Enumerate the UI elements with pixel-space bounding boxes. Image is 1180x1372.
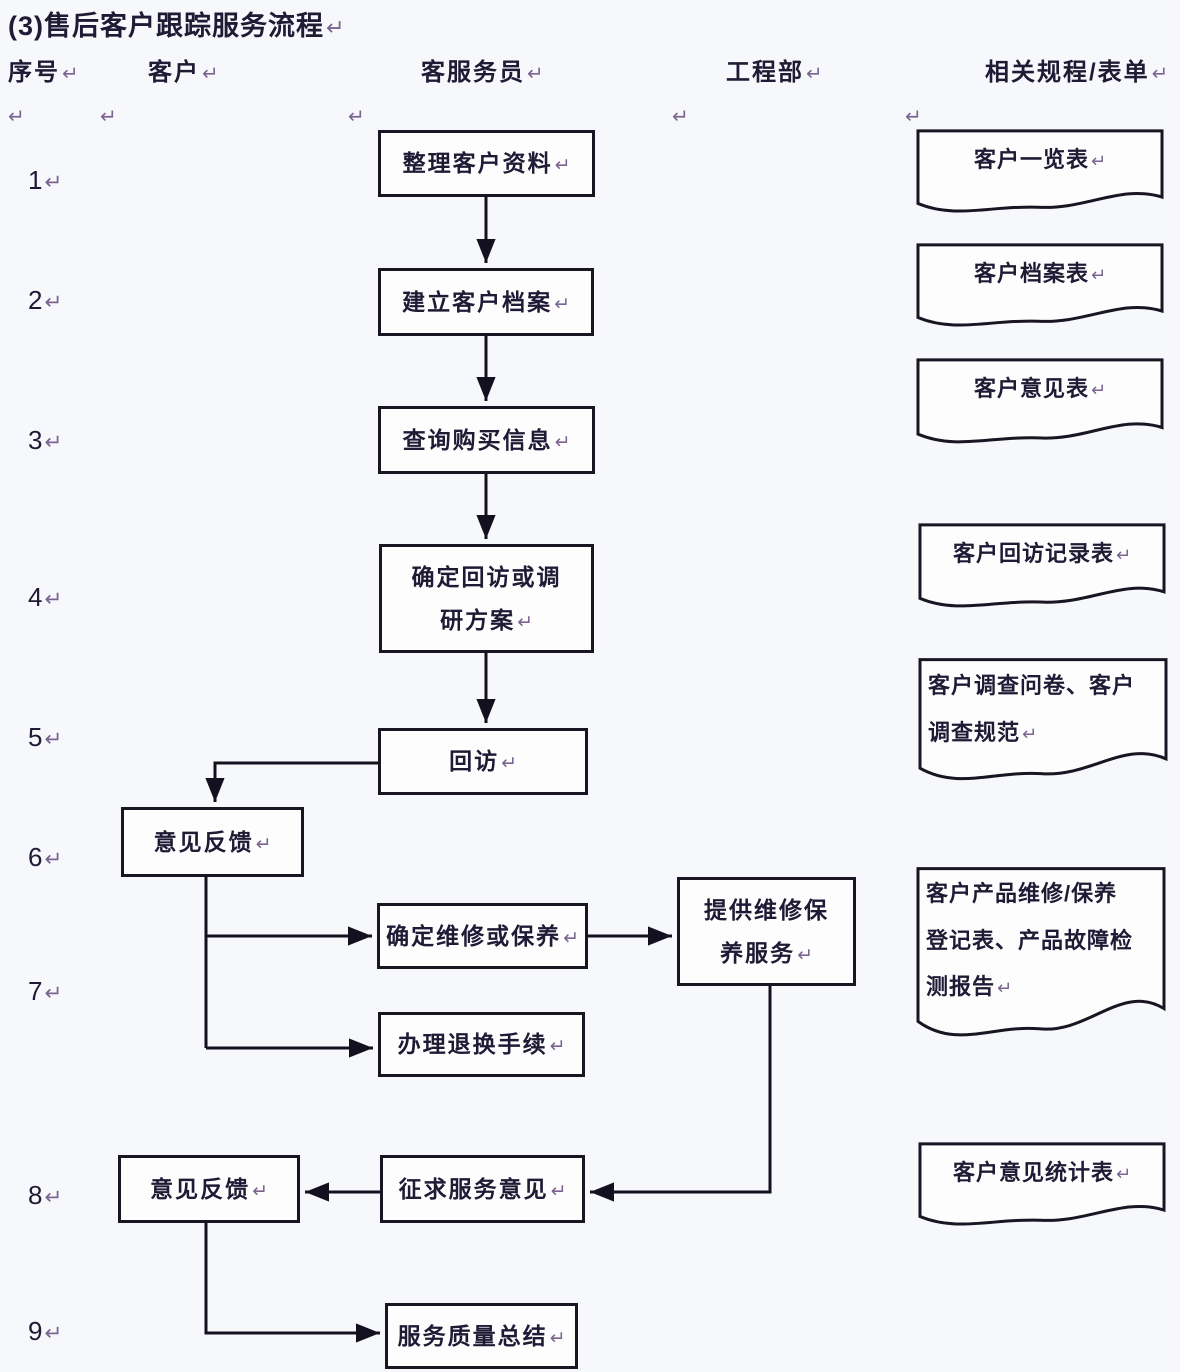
pilcrow-mark: ↵ (44, 1321, 63, 1345)
document-shape (916, 129, 1164, 221)
process-box-query-purchase-info: 查询购买信息↵ (378, 406, 595, 474)
column-header-xuhao: 序号↵ (8, 59, 79, 86)
pilcrow-mark: ↵ (549, 1035, 566, 1057)
pilcrow-mark: ↵ (554, 154, 571, 176)
pilcrow-mark: ↵ (563, 926, 579, 948)
pilcrow-mark: ↵ (44, 981, 63, 1005)
pilcrow-mark: ↵ (44, 847, 63, 871)
row-number-4: 4↵ (28, 582, 63, 612)
pilcrow-mark: ↵ (550, 1179, 567, 1201)
process-box-feedback-2: 意见反馈↵ (118, 1155, 300, 1223)
pilcrow-mark: ↵ (501, 752, 517, 774)
process-box-organize-customer-data: 整理客户资料↵ (378, 130, 595, 197)
pilcrow-mark: ↵ (1090, 151, 1107, 171)
pilcrow-mark: ↵ (554, 430, 571, 452)
pilcrow-mark: ↵ (517, 610, 533, 632)
document-shape (916, 243, 1164, 335)
pilcrow-mark: ↵ (100, 106, 117, 128)
process-box-decide-repair-or-maintain: 确定维修或保养↵ (377, 903, 588, 969)
row-number-6: 6↵ (28, 842, 63, 872)
document-shape (918, 1142, 1166, 1234)
pilcrow-mark: ↵ (797, 943, 813, 965)
document-shape (918, 657, 1168, 791)
row-number-1: 1↵ (28, 165, 63, 195)
column-header-kefuwuyuan: 客服务员↵ (421, 59, 544, 86)
pilcrow-mark: ↵ (997, 978, 1013, 999)
column-header-xiangguanguicheng: 相关规程/表单↵ (985, 59, 1169, 86)
document-customer-list-form: 客户一览表↵ (916, 129, 1164, 221)
row-number-3: 3↵ (28, 425, 63, 455)
pilcrow-mark: ↵ (62, 63, 79, 85)
process-box-service-quality-summary: 服务质量总结↵ (385, 1303, 578, 1369)
process-box-handle-return-exchange: 办理退换手续↵ (378, 1012, 585, 1077)
column-header-kehu: 客户↵ (148, 59, 219, 86)
pilcrow-mark: ↵ (202, 63, 219, 85)
pilcrow-mark: ↵ (1151, 63, 1169, 85)
document-shape (916, 865, 1166, 1049)
row-number-7: 7↵ (28, 976, 63, 1006)
pilcrow-mark: ↵ (326, 15, 345, 40)
page-title-text: (3)售后客户跟踪服务流程 (8, 11, 324, 41)
arrow-huifang-feedback (205, 761, 378, 802)
document-shape (918, 523, 1166, 616)
document-shape (916, 358, 1164, 452)
document-survey-questionnaire: 客户调查问卷、客户 调查规范↵ (918, 657, 1168, 791)
document-customer-opinion-form: 客户意见表↵ (916, 358, 1164, 452)
pilcrow-mark: ↵ (44, 290, 63, 314)
pilcrow-mark: ↵ (672, 106, 689, 128)
process-box-provide-repair-service: 提供维修保 养服务↵ (677, 877, 856, 986)
pilcrow-mark: ↵ (1090, 380, 1107, 400)
pilcrow-mark: ↵ (44, 430, 63, 454)
process-box-revisit: 回访↵ (378, 728, 588, 795)
document-revisit-record-form: 客户回访记录表↵ (918, 523, 1166, 616)
pilcrow-mark: ↵ (1115, 1164, 1132, 1184)
row-number-9: 9↵ (28, 1316, 63, 1346)
process-box-plan-revisit-or-research: 确定回访或调 研方案↵ (379, 544, 594, 653)
pilcrow-mark: ↵ (348, 106, 365, 128)
document-opinion-statistics-form: 客户意见统计表↵ (918, 1142, 1166, 1234)
pilcrow-mark: ↵ (8, 106, 25, 128)
arrow-feedback2-summary (204, 1223, 380, 1343)
row-number-5: 5↵ (28, 722, 63, 752)
pilcrow-mark: ↵ (905, 106, 922, 128)
document-customer-file-form: 客户档案表↵ (916, 243, 1164, 335)
row-number-8: 8↵ (28, 1180, 63, 1210)
page-title: (3)售后客户跟踪服务流程↵ (8, 4, 345, 43)
column-header-gongchengbu: 工程部↵ (726, 59, 823, 86)
pilcrow-mark: ↵ (44, 1185, 63, 1209)
pilcrow-mark: ↵ (806, 63, 823, 85)
pilcrow-mark: ↵ (1090, 265, 1107, 285)
document-repair-maintenance-register: 客户产品维修/保养 登记表、产品故障检 测报告↵ (916, 865, 1166, 1049)
pilcrow-mark: ↵ (44, 170, 63, 194)
pilcrow-mark: ↵ (252, 1179, 268, 1201)
pilcrow-mark: ↵ (554, 292, 570, 314)
pilcrow-mark: ↵ (527, 63, 544, 85)
pilcrow-mark: ↵ (1022, 723, 1038, 744)
process-box-create-customer-file: 建立客户档案↵ (378, 268, 594, 336)
arrow-provide-solicit (590, 986, 772, 1202)
process-box-solicit-service-opinion: 征求服务意见↵ (380, 1155, 585, 1223)
process-box-feedback-1: 意见反馈↵ (121, 807, 304, 877)
pilcrow-mark: ↵ (1115, 545, 1132, 565)
pilcrow-mark: ↵ (44, 727, 63, 751)
row-number-2: 2↵ (28, 285, 63, 315)
pilcrow-mark: ↵ (44, 587, 63, 611)
pilcrow-mark: ↵ (549, 1326, 566, 1348)
pilcrow-mark: ↵ (255, 832, 272, 854)
